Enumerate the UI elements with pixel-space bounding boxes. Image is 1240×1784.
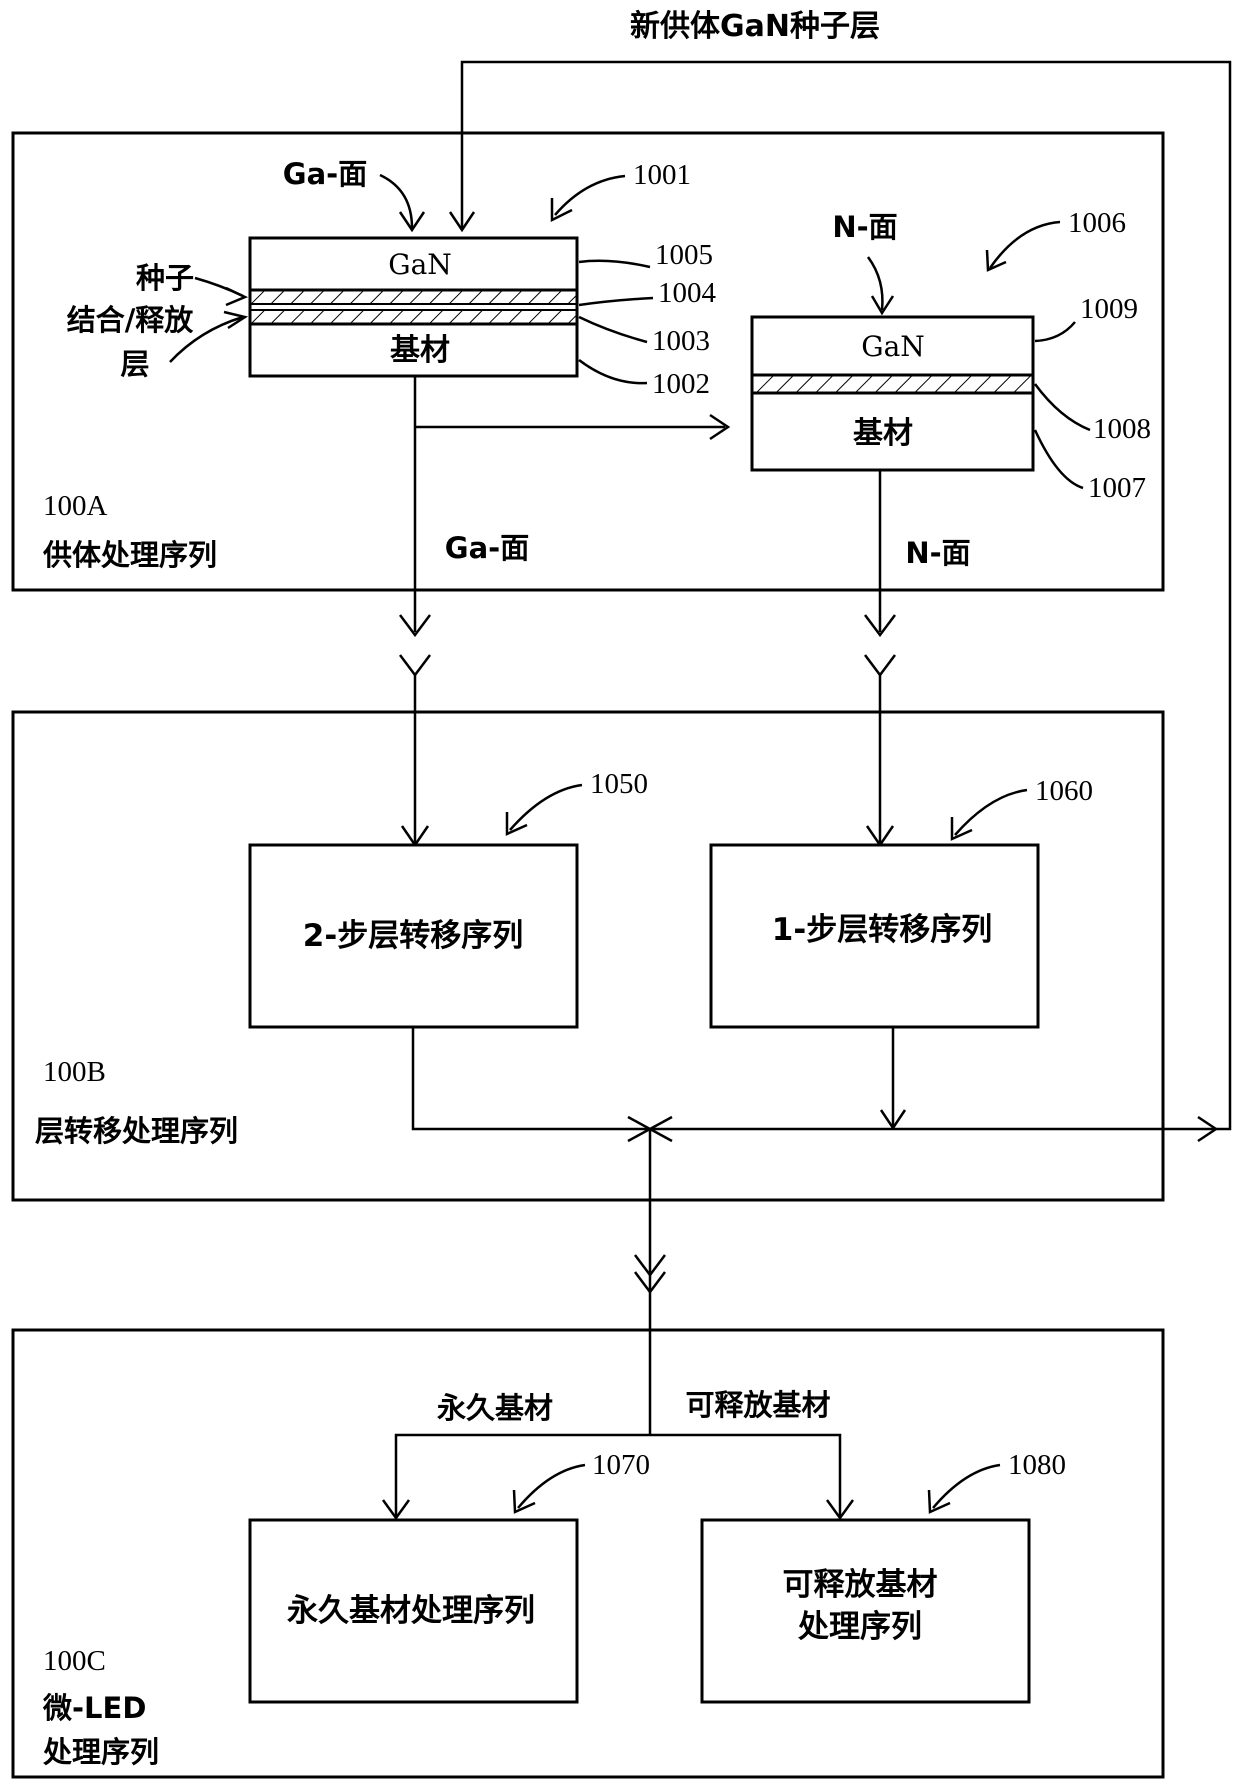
ref-1005: 1005 bbox=[655, 239, 713, 271]
ref-1006-arrow bbox=[990, 222, 1060, 268]
section-100a-id: 100A bbox=[43, 490, 108, 522]
ref-1003: 1003 bbox=[652, 325, 710, 357]
section-100c-title-line2: 处理序列 bbox=[42, 1735, 159, 1769]
section-100b-title: 层转移处理序列 bbox=[35, 1114, 238, 1148]
seed-label-arrowhead1 bbox=[226, 288, 245, 305]
seed-label-line3: 层 bbox=[120, 347, 149, 381]
b-left-output-line bbox=[413, 1028, 630, 1129]
ga-face-top-label: Ga-面 bbox=[283, 157, 367, 191]
new-donor-seed-label: 新供体GaN种子层 bbox=[630, 9, 880, 44]
releasable-substrate-box-line1: 可释放基材 bbox=[783, 1567, 938, 1603]
ref-1008: 1008 bbox=[1093, 413, 1151, 445]
ref-1003-leader bbox=[579, 317, 647, 342]
ref-1008-leader bbox=[1035, 384, 1090, 430]
ga-face-arrow bbox=[380, 175, 412, 228]
ref-1009: 1009 bbox=[1080, 293, 1138, 325]
ref-1060: 1060 bbox=[1035, 775, 1093, 807]
releasable-substrate-label: 可释放基材 bbox=[685, 1388, 830, 1422]
right-gan-label: GaN bbox=[861, 330, 925, 363]
ref-1080-arrow bbox=[933, 1465, 1000, 1508]
ref-1080: 1080 bbox=[1008, 1449, 1066, 1481]
section-100b-id: 100B bbox=[43, 1056, 106, 1088]
ref-1060-arrow bbox=[955, 790, 1027, 835]
section-100c-title-line1: 微-LED bbox=[42, 1691, 146, 1725]
ref-1001: 1001 bbox=[633, 159, 691, 191]
ref-1007: 1007 bbox=[1088, 472, 1146, 504]
ref-1070-arrow bbox=[518, 1465, 585, 1508]
ga-face-bottom-label: Ga-面 bbox=[445, 531, 529, 565]
left-substrate-label: 基材 bbox=[390, 333, 450, 368]
ref-1002-leader bbox=[579, 360, 647, 383]
n-face-top-label: N-面 bbox=[832, 210, 897, 244]
a-to-b-right-tail bbox=[865, 655, 895, 675]
ref-1007-leader bbox=[1035, 430, 1083, 488]
n-face-bottom-label: N-面 bbox=[905, 536, 970, 570]
ref-1050-arrow bbox=[510, 785, 582, 830]
ref-1009-leader bbox=[1035, 322, 1075, 341]
releasable-substrate-box-line2: 处理序列 bbox=[797, 1609, 922, 1645]
seed-label-line1: 种子 bbox=[136, 261, 194, 295]
ref-1070: 1070 bbox=[592, 1449, 650, 1481]
section-100a-title: 供体处理序列 bbox=[42, 538, 217, 572]
ref-1001-arrow bbox=[555, 176, 625, 215]
a-to-b-left-tail bbox=[400, 655, 430, 675]
permanent-substrate-label: 永久基材 bbox=[437, 1391, 553, 1425]
ref-1002: 1002 bbox=[652, 368, 710, 400]
section-100c-id: 100C bbox=[43, 1645, 106, 1677]
ref-1005-leader bbox=[579, 261, 650, 267]
ref-1004: 1004 bbox=[658, 277, 717, 309]
ref-1004-leader bbox=[579, 298, 653, 305]
two-step-transfer-label: 2-步层转移序列 bbox=[303, 918, 523, 954]
ref-1050: 1050 bbox=[590, 768, 648, 800]
one-step-transfer-label: 1-步层转移序列 bbox=[772, 912, 992, 948]
permanent-substrate-box-label: 永久基材处理序列 bbox=[287, 1593, 535, 1629]
right-substrate-label: 基材 bbox=[853, 416, 913, 451]
left-gan-label: GaN bbox=[388, 248, 452, 281]
ref-1006: 1006 bbox=[1068, 207, 1126, 239]
seed-label-line2: 结合/释放 bbox=[67, 303, 195, 337]
